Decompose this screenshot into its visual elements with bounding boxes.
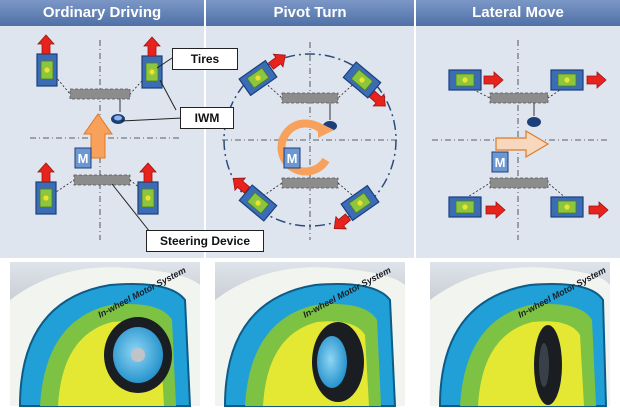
- ordinary-driving-panel: [30, 34, 183, 240]
- photo-lateral: In-wheel Motor System: [430, 262, 610, 407]
- pivot-turn-panel: [222, 42, 398, 240]
- callout-steering-device: Steering Device: [146, 230, 264, 252]
- header-lateral-move: Lateral Move: [416, 0, 620, 26]
- photo-pivot: In-wheel Motor System: [215, 262, 405, 407]
- photo-ordinary: In-wheel Motor System: [10, 262, 200, 407]
- photo-strip: In-wheel Motor System In-wheel Motor Sys…: [0, 260, 620, 408]
- lateral-move-panel: [432, 40, 609, 240]
- header-ordinary-driving: Ordinary Driving: [0, 0, 204, 26]
- callout-tires: Tires: [172, 48, 238, 70]
- header-pivot-turn: Pivot Turn: [206, 0, 414, 26]
- callout-iwm: IWM: [180, 107, 234, 129]
